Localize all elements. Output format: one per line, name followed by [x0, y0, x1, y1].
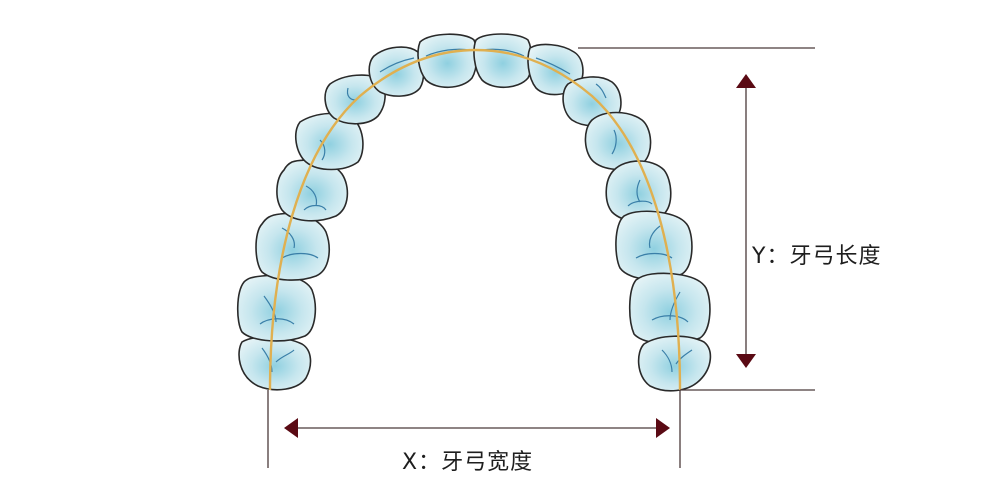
tooth-left-7 — [238, 336, 312, 391]
x-arrow-left-icon — [284, 418, 298, 438]
arch-curve — [268, 48, 682, 391]
y-arrow-down-icon — [736, 354, 756, 368]
arrow-heads — [284, 74, 756, 438]
tooth-right-6 — [628, 272, 711, 345]
teeth-center — [417, 33, 533, 89]
tooth-central-right — [473, 33, 533, 89]
tooth-right-5 — [615, 210, 693, 281]
y-arrow-up-icon — [736, 74, 756, 88]
tooth-left-5 — [255, 212, 330, 281]
tooth-right-7 — [637, 335, 712, 392]
tooth-central-left — [417, 33, 478, 89]
tooth-left-6 — [236, 274, 317, 342]
x-arrow-right-icon — [656, 418, 670, 438]
dimension-lines — [267, 47, 815, 468]
arch-width-label: X：牙弓宽度 — [402, 450, 534, 475]
arch-length-label: Y：牙弓长度 — [752, 244, 882, 269]
teeth-left — [236, 46, 425, 391]
teeth-right — [527, 43, 712, 392]
